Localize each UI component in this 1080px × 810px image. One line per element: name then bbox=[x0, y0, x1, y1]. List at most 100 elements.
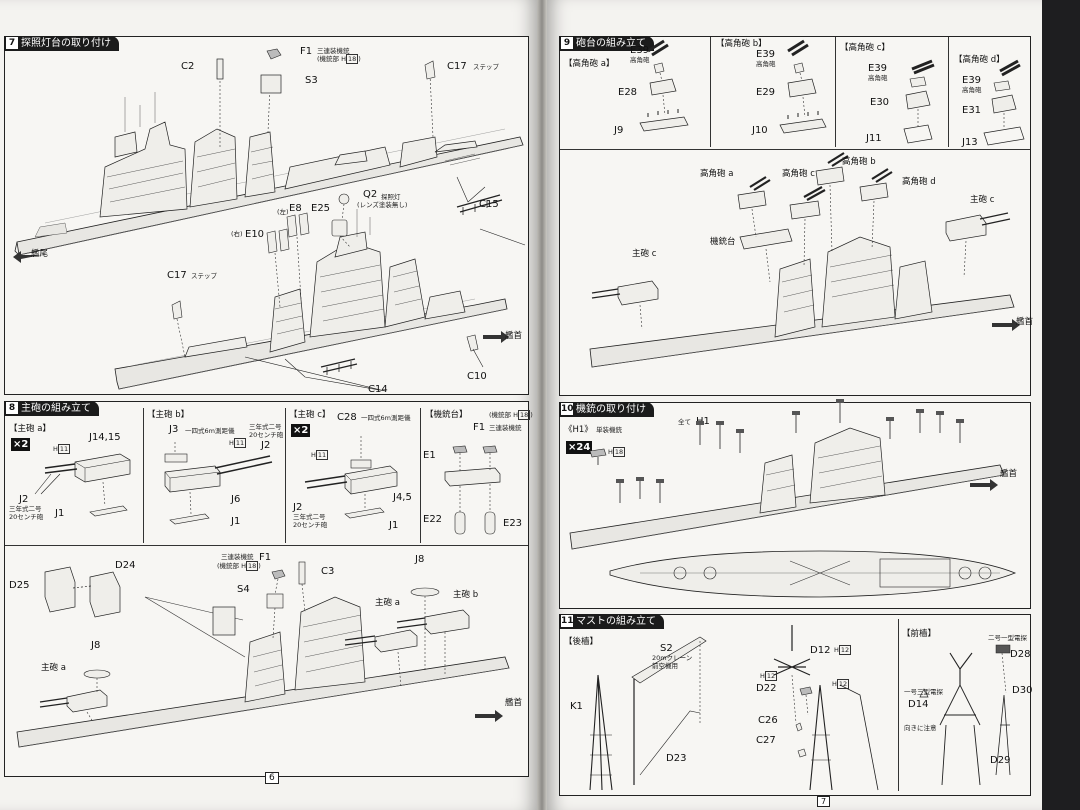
bow-arrow-lower bbox=[483, 331, 509, 343]
upper-ship-drawing bbox=[13, 48, 526, 392]
label-had: 高角砲 d bbox=[902, 177, 936, 187]
mult-a: ×2 bbox=[11, 438, 31, 451]
note-f1-2-end: ) bbox=[358, 55, 361, 63]
note-j2-a-2: 20センチ砲 bbox=[9, 513, 44, 521]
c-h11-n: 11 bbox=[315, 450, 329, 460]
divider-horizontal bbox=[5, 545, 528, 546]
label-j8-top: J8 bbox=[415, 554, 425, 565]
note-c-e39: 高角砲 bbox=[868, 74, 888, 82]
label-f1-b: F1 bbox=[259, 552, 272, 563]
label-s2: S2 bbox=[660, 643, 673, 654]
label-d25: D25 bbox=[9, 580, 30, 591]
label-j45: J4,5 bbox=[393, 492, 412, 503]
label-b-e29: E29 bbox=[756, 87, 776, 98]
mg-posts bbox=[619, 403, 961, 503]
sub-turret-a: 【主砲 a】 bbox=[9, 424, 51, 434]
upper-ship-details bbox=[34, 92, 481, 238]
step-8-drawing bbox=[16, 436, 510, 748]
label-c17-bot: C17 bbox=[167, 270, 187, 281]
note-f1-2-h: 18 bbox=[346, 54, 359, 64]
div-11 bbox=[898, 619, 899, 791]
label-j3: J3 bbox=[169, 424, 179, 435]
label-j1-c: J1 bbox=[389, 520, 399, 531]
note-d-e39: 高角砲 bbox=[962, 86, 982, 94]
mult-c: ×2 bbox=[291, 424, 311, 437]
note-d14: 一号三型電探 bbox=[904, 688, 943, 696]
label-h12-r-n: 12 bbox=[836, 679, 850, 689]
label-d14: D14 bbox=[908, 699, 929, 710]
book-gutter bbox=[537, 0, 547, 810]
div-9-h bbox=[560, 149, 1030, 150]
note-f1-mg-h-end: ) bbox=[530, 411, 533, 419]
note-j2-c-2: 20センチ砲 bbox=[293, 521, 328, 529]
label-c28: C28 bbox=[337, 412, 357, 423]
note-f1-2-text: (機銃部 H bbox=[317, 55, 346, 63]
note-j3: 一四式6m測距儀 bbox=[185, 427, 235, 435]
step-9-drawing bbox=[589, 39, 1025, 368]
label-d-j13: J13 bbox=[962, 137, 978, 148]
label-k1: K1 bbox=[570, 701, 583, 712]
label-mg-base: 機銃台 bbox=[710, 237, 736, 247]
sub-rear-mast: 【後檣】 bbox=[564, 637, 599, 647]
sub-ha-d: 【高角砲 d】 bbox=[954, 55, 1005, 65]
b-h11-n: 11 bbox=[233, 438, 247, 448]
divider-3 bbox=[420, 408, 421, 543]
label-c10: C10 bbox=[467, 371, 487, 382]
label-d29: D29 bbox=[990, 755, 1011, 766]
label-d28: D28 bbox=[1010, 649, 1031, 660]
label-j2-a: J2 bbox=[19, 494, 29, 505]
note-warn-1: 向きに注意 bbox=[904, 724, 937, 732]
label-h12-l-h: H bbox=[760, 672, 765, 680]
stern-arrow bbox=[13, 251, 41, 263]
note-j2-b-2: 20センチ砲 bbox=[249, 431, 284, 439]
sub-front-mast: 【前檣】 bbox=[902, 629, 937, 639]
divider-2 bbox=[285, 408, 286, 543]
note-f1-1: 三連装機銃 bbox=[317, 47, 350, 55]
step-11-drawing bbox=[589, 625, 1011, 791]
label-main-c-r: 主砲 c bbox=[970, 195, 995, 205]
label-j1-a: J1 bbox=[55, 508, 65, 519]
label-a-j9: J9 bbox=[614, 125, 624, 136]
label-j8-left: J8 bbox=[91, 640, 101, 651]
a-h11-n: 11 bbox=[57, 444, 71, 454]
label-q2: Q2 bbox=[363, 189, 378, 200]
note-f1-mg-h-n: 18 bbox=[518, 410, 531, 420]
label-d30: D30 bbox=[1012, 685, 1033, 696]
lower-ship-details bbox=[274, 209, 422, 335]
label-hac: 高角砲 c bbox=[782, 169, 815, 179]
label-c14: C14 bbox=[368, 384, 388, 395]
label-f1-mg: F1 bbox=[473, 422, 486, 433]
label-bow-8: 艦首 bbox=[505, 698, 523, 708]
label-d22: D22 bbox=[756, 683, 777, 694]
page-number-left: 6 bbox=[265, 772, 279, 784]
note-q2-2: (レンズ塗装無し) bbox=[357, 201, 408, 209]
note-f1-mg: 三連装機銃 bbox=[489, 424, 522, 432]
sub-mg-base: 【機銃台】 bbox=[425, 410, 468, 420]
step-8-bow-arrow bbox=[475, 710, 503, 722]
label-stern: 艦尾 bbox=[31, 249, 49, 259]
note-d28: 二号一型電探 bbox=[988, 634, 1027, 642]
note-f1-mg-h-text: (機銃部 H bbox=[489, 411, 518, 419]
divider-1 bbox=[143, 408, 144, 543]
label-hab: 高角砲 b bbox=[842, 157, 876, 167]
label-j14: J14,15 bbox=[89, 432, 121, 443]
note-f1-b-2-text: (機銃部 H bbox=[217, 562, 246, 570]
label-b-e39: E39 bbox=[756, 49, 776, 60]
page-number-right: 7 bbox=[817, 796, 831, 807]
deck-top-view bbox=[609, 550, 1017, 598]
label-f1: F1 bbox=[300, 46, 313, 57]
label-a-e39: E39 bbox=[630, 45, 650, 56]
sub-turret-c: 【主砲 c】 bbox=[289, 410, 331, 420]
note-j2-b-1: 三年式二号 bbox=[249, 423, 282, 431]
label-e25: E25 bbox=[311, 203, 331, 214]
label-h12-l-n: 12 bbox=[764, 671, 778, 681]
